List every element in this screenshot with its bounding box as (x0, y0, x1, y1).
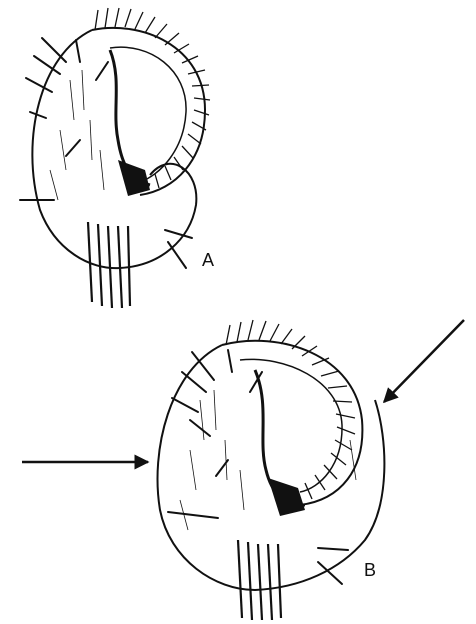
outline-b (158, 345, 385, 590)
comb-inner-b (240, 359, 342, 492)
setae-a (20, 38, 192, 268)
arrow-upper-right (384, 320, 464, 402)
dark-patch-a (118, 160, 150, 196)
comb-teeth-b (226, 320, 355, 499)
stipple-a (50, 70, 104, 200)
illustration-b (158, 320, 385, 620)
caudal-rays-b (238, 540, 281, 620)
dark-patch-b (268, 478, 305, 516)
panel-label-b: B (364, 560, 376, 580)
illustration-a (20, 8, 210, 308)
panel-label-a: A (202, 250, 214, 270)
stipple-b (180, 390, 356, 530)
